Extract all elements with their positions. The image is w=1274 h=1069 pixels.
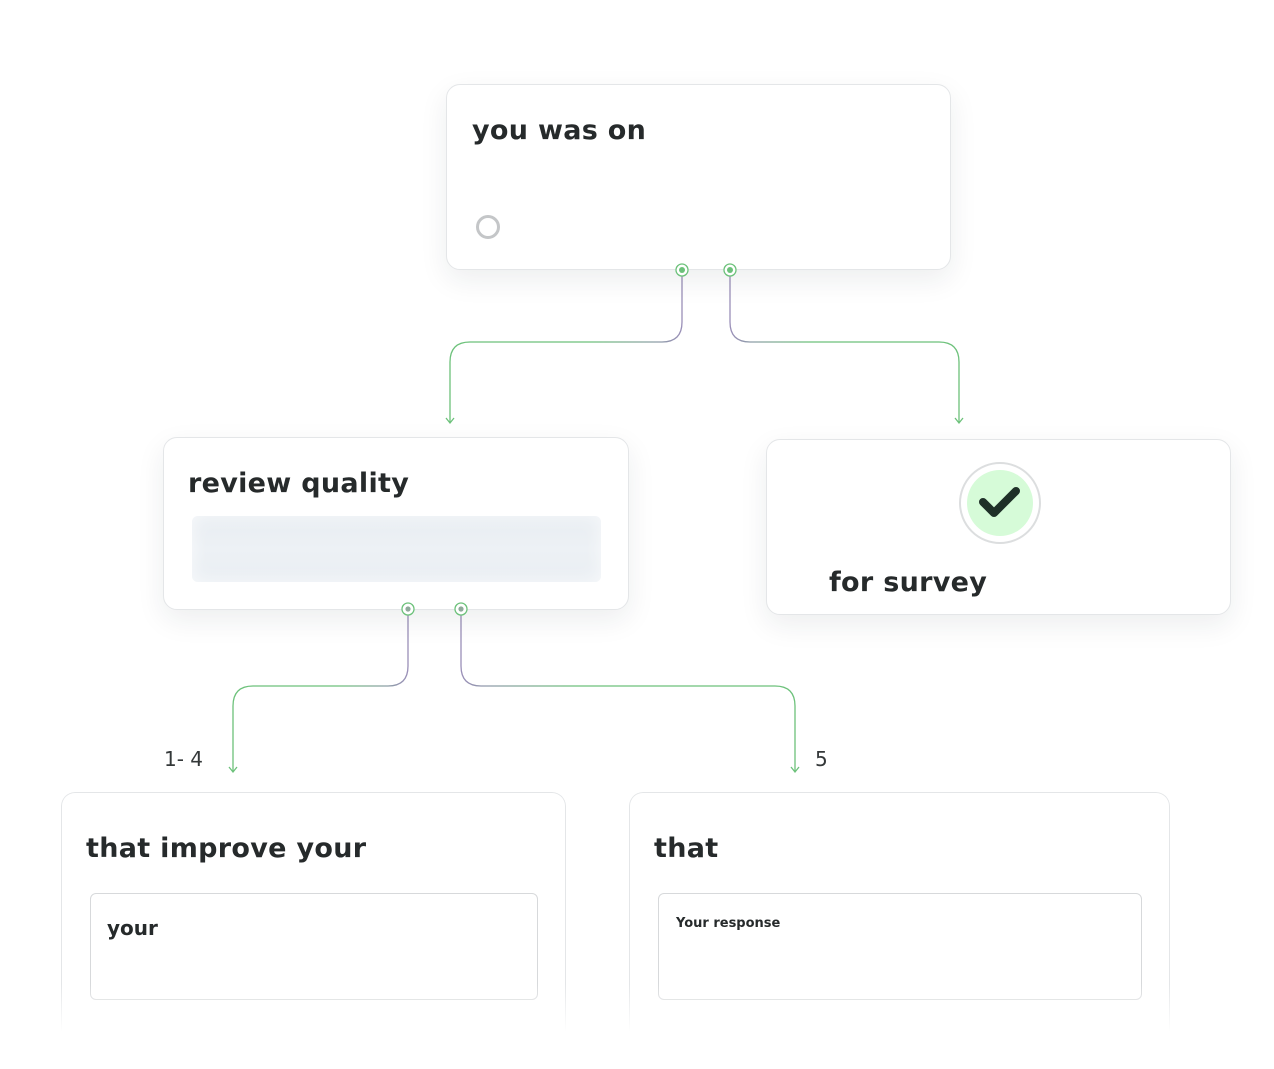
arrow-down-icon [228,766,238,774]
response-field[interactable]: Your response [658,893,1142,1000]
question-node-that[interactable]: that Your response [629,792,1170,1032]
node-title: that improve your [86,833,367,864]
node-title: for survey [829,567,988,598]
response-field[interactable]: your [90,893,538,1000]
field-value: your [107,916,158,940]
branch-label-high: 5 [815,747,828,771]
rating-scale[interactable] [192,516,601,582]
connector-port-icon [401,602,415,616]
connector-port-icon [723,263,737,277]
node-title: that [654,833,719,864]
radio-circle-icon[interactable] [476,215,500,239]
connector-port-icon [454,602,468,616]
connector-port-icon [675,263,689,277]
arrow-down-icon [445,417,455,425]
question-node-review[interactable]: review quality [163,437,629,610]
node-title: review quality [188,468,410,499]
arrow-down-icon [790,766,800,774]
connector-top-to-review [449,270,683,422]
node-title: you was on [472,115,647,146]
branch-label-low: 1- 4 [164,747,204,771]
end-node-survey[interactable]: for survey [766,439,1231,615]
connector-top-to-survey [729,270,960,422]
connector-review-to-improve [232,609,409,771]
question-node-top[interactable]: you was on [446,84,951,270]
connector-review-to-that [460,609,796,771]
field-placeholder: Your response [676,916,781,931]
arrow-down-icon [954,417,964,425]
question-node-improve[interactable]: that improve your your [61,792,566,1032]
checkmark-icon [959,462,1041,544]
